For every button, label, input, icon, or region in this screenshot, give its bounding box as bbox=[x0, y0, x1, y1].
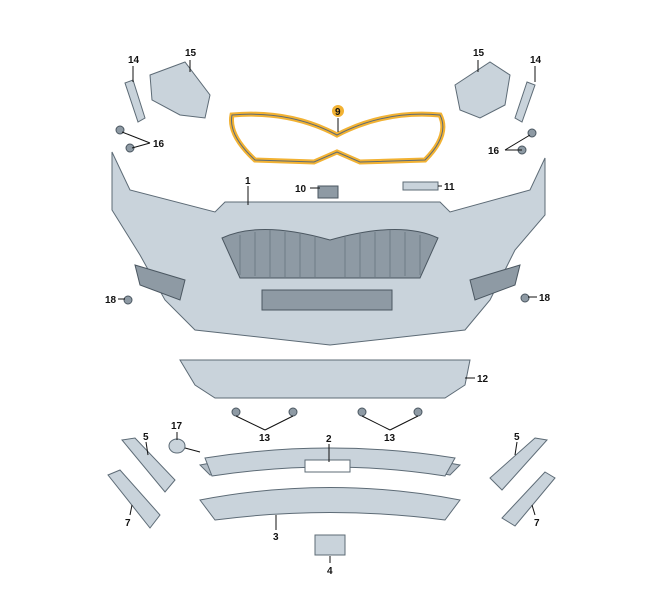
insert-4 bbox=[314, 534, 346, 556]
grille-center-opening bbox=[304, 459, 351, 473]
screws bbox=[115, 125, 537, 417]
bumper-grille-opening bbox=[221, 228, 439, 279]
label-15-left: 15 bbox=[185, 48, 197, 59]
label-11: 11 bbox=[444, 182, 455, 193]
label-7-right: 7 bbox=[534, 518, 540, 529]
emblem-11 bbox=[402, 181, 439, 191]
impact-absorber-12 bbox=[179, 359, 471, 399]
side-grille-right-7 bbox=[501, 471, 556, 527]
label-15-right: 15 bbox=[473, 48, 485, 59]
label-2: 2 bbox=[326, 434, 332, 445]
label-14-left: 14 bbox=[128, 55, 140, 66]
label-9-badge bbox=[332, 105, 344, 117]
label-16-left: 16 bbox=[153, 139, 165, 150]
label-3: 3 bbox=[273, 532, 279, 543]
label-5-right: 5 bbox=[514, 432, 520, 443]
strip-right-14 bbox=[514, 81, 536, 123]
label-18-left: 18 bbox=[105, 295, 117, 306]
label-5-left: 5 bbox=[143, 432, 149, 443]
label-16-right: 16 bbox=[488, 146, 500, 157]
leader-lines bbox=[118, 60, 537, 563]
label-10: 10 bbox=[295, 184, 307, 195]
side-grille-right-5 bbox=[489, 437, 548, 491]
side-grille-left-7 bbox=[107, 469, 161, 529]
tow-cap-17 bbox=[168, 438, 186, 454]
label-7-left: 7 bbox=[125, 518, 131, 529]
label-17: 17 bbox=[171, 421, 183, 432]
label-4: 4 bbox=[327, 566, 333, 577]
label-1: 1 bbox=[245, 176, 251, 187]
fog-light-right bbox=[469, 264, 521, 301]
label-12: 12 bbox=[477, 374, 489, 385]
label-13-left: 13 bbox=[259, 433, 271, 444]
label-13-right: 13 bbox=[384, 433, 396, 444]
label-18-right: 18 bbox=[539, 293, 551, 304]
label-14-right: 14 bbox=[530, 55, 542, 66]
fog-light-left bbox=[134, 264, 186, 301]
bumper-grille-bars bbox=[239, 230, 421, 277]
strip-left-14 bbox=[124, 79, 146, 123]
licence-plate-area bbox=[261, 289, 393, 311]
bracket-left-15 bbox=[149, 61, 211, 119]
label-9: 9 bbox=[335, 107, 341, 118]
sensor-bracket-10 bbox=[317, 185, 339, 199]
grille-frame-9 bbox=[228, 111, 446, 165]
lower-grille-3 bbox=[199, 487, 461, 521]
side-grille-left-5 bbox=[121, 437, 176, 493]
bracket-right-15 bbox=[454, 61, 511, 119]
